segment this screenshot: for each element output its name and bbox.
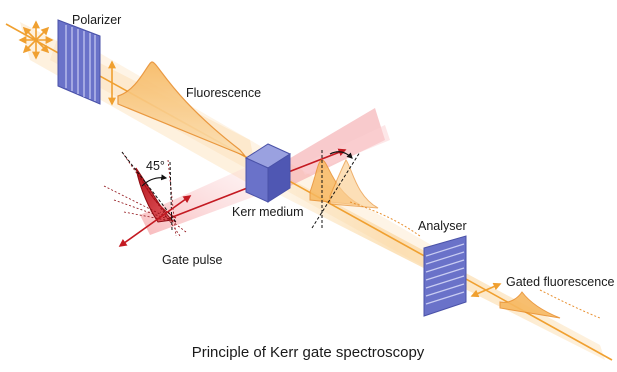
fluorescence-label: Fluorescence xyxy=(186,86,261,100)
kerr-medium-cube xyxy=(244,143,292,203)
fluorescence-pulse xyxy=(117,61,246,157)
angle-label: 45° xyxy=(146,159,165,173)
polarizer-label: Polarizer xyxy=(72,13,121,27)
polarizer-plate xyxy=(57,19,101,105)
unpolarized-star-icon xyxy=(18,20,54,60)
gate-pulse-label: Gate pulse xyxy=(162,253,223,267)
gated-fluorescence-pulse xyxy=(499,289,601,319)
kerr-medium-label: Kerr medium xyxy=(232,205,304,219)
angle-arc xyxy=(141,174,168,187)
diagram-caption: Principle of Kerr gate spectroscopy xyxy=(192,344,425,361)
horizontal-polarization-arrow xyxy=(470,282,502,298)
gated-pulse-pair xyxy=(309,150,421,237)
analyser-label: Analyser xyxy=(418,219,467,233)
gated-fluorescence-label: Gated fluorescence xyxy=(506,275,614,289)
analyser-plate xyxy=(423,235,467,317)
gate-polarization-arrow xyxy=(118,195,192,247)
